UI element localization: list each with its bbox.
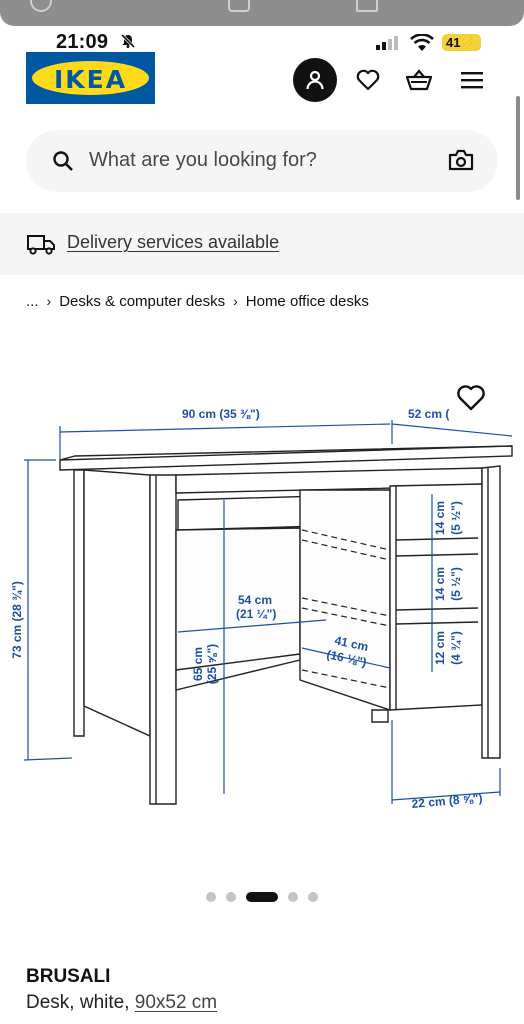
breadcrumb-ellipsis[interactable]: ... [26,293,39,310]
heart-icon [356,69,380,91]
status-time: 21:09 [56,31,109,53]
status-bar: 21:09 41⚡ [0,26,524,56]
product-desc-text: Desk, white, [26,992,130,1013]
wifi-icon [410,34,434,51]
page-scrollbar[interactable] [516,96,520,200]
dimension-knee-width-in: (21 ¼") [236,607,276,621]
dimension-depth: 52 cm ( [408,407,449,421]
dimension-shelf-1: 14 cm [433,501,447,535]
carousel-dot[interactable] [288,892,298,902]
dimension-shelf-2-in: (5 ½") [449,567,463,601]
carousel-dot[interactable] [308,892,318,902]
breadcrumb: ... › Desks & computer desks › Home office d… [26,293,369,310]
dimension-shelf-3: 12 cm [433,631,447,665]
basket-icon [405,69,433,91]
carousel-dot-active[interactable] [246,892,278,902]
menu-icon [461,72,483,89]
battery-indicator: 41⚡ [442,34,481,51]
breadcrumb-item[interactable]: Home office desks [245,293,369,310]
search-input[interactable]: What are you looking for? [89,149,317,171]
chevron-right-icon: › [46,293,52,309]
globe-icon [30,0,52,12]
breadcrumb-item[interactable]: Desks & computer desks [59,293,226,310]
dimension-shelf-depth: 22 cm (8 ⅝") [411,791,483,811]
dimension-knee-height-in: (25 ⅝") [205,644,219,684]
account-button[interactable] [293,58,337,102]
dimension-shelf-3-in: (4 ¾") [449,631,463,665]
search-bar[interactable]: What are you looking for? [26,130,498,192]
basket-button[interactable] [397,58,441,102]
signal-icon [376,36,398,50]
bell-muted-icon [120,33,136,49]
product-description: Desk, white, 90x52 cm [26,992,217,1014]
car-icon [228,0,250,12]
chevron-right-icon: › [233,293,238,309]
logo-text: IKEA [53,65,128,94]
heart-icon[interactable] [456,384,486,412]
delivery-banner[interactable]: Delivery services available [0,213,524,275]
carousel-indicator [0,890,524,904]
search-icon [53,151,73,171]
product-size-link[interactable]: 90x52 cm [134,992,218,1013]
store-icon [356,0,378,12]
dimension-shelf-1-in: (5 ½") [449,501,463,535]
dimension-height: 73 cm (28 ¾") [10,581,24,659]
truck-icon [27,235,55,255]
dimension-shelf-2: 14 cm [433,567,447,601]
delivery-link[interactable]: Delivery services available [67,232,280,252]
top-app-strip [0,0,524,26]
dimension-knee-height: 65 cm [191,647,205,681]
dimension-knee-depth: 41 cm [333,633,369,654]
product-dimension-drawing[interactable]: 90 cm (35 ⅜") 52 cm ( 73 cm (28 ¾") 54 c… [0,380,524,840]
product-name: BRUSALI [26,966,111,987]
carousel-dot[interactable] [226,892,236,902]
menu-button[interactable] [450,58,494,102]
favourites-button[interactable] [346,58,390,102]
carousel-dot[interactable] [206,892,216,902]
dimension-knee-width: 54 cm [238,593,272,607]
dimension-width: 90 cm (35 ⅜") [182,407,260,421]
ikea-logo[interactable]: IKEA [26,52,155,104]
account-icon [306,70,324,90]
camera-icon[interactable] [448,149,474,171]
